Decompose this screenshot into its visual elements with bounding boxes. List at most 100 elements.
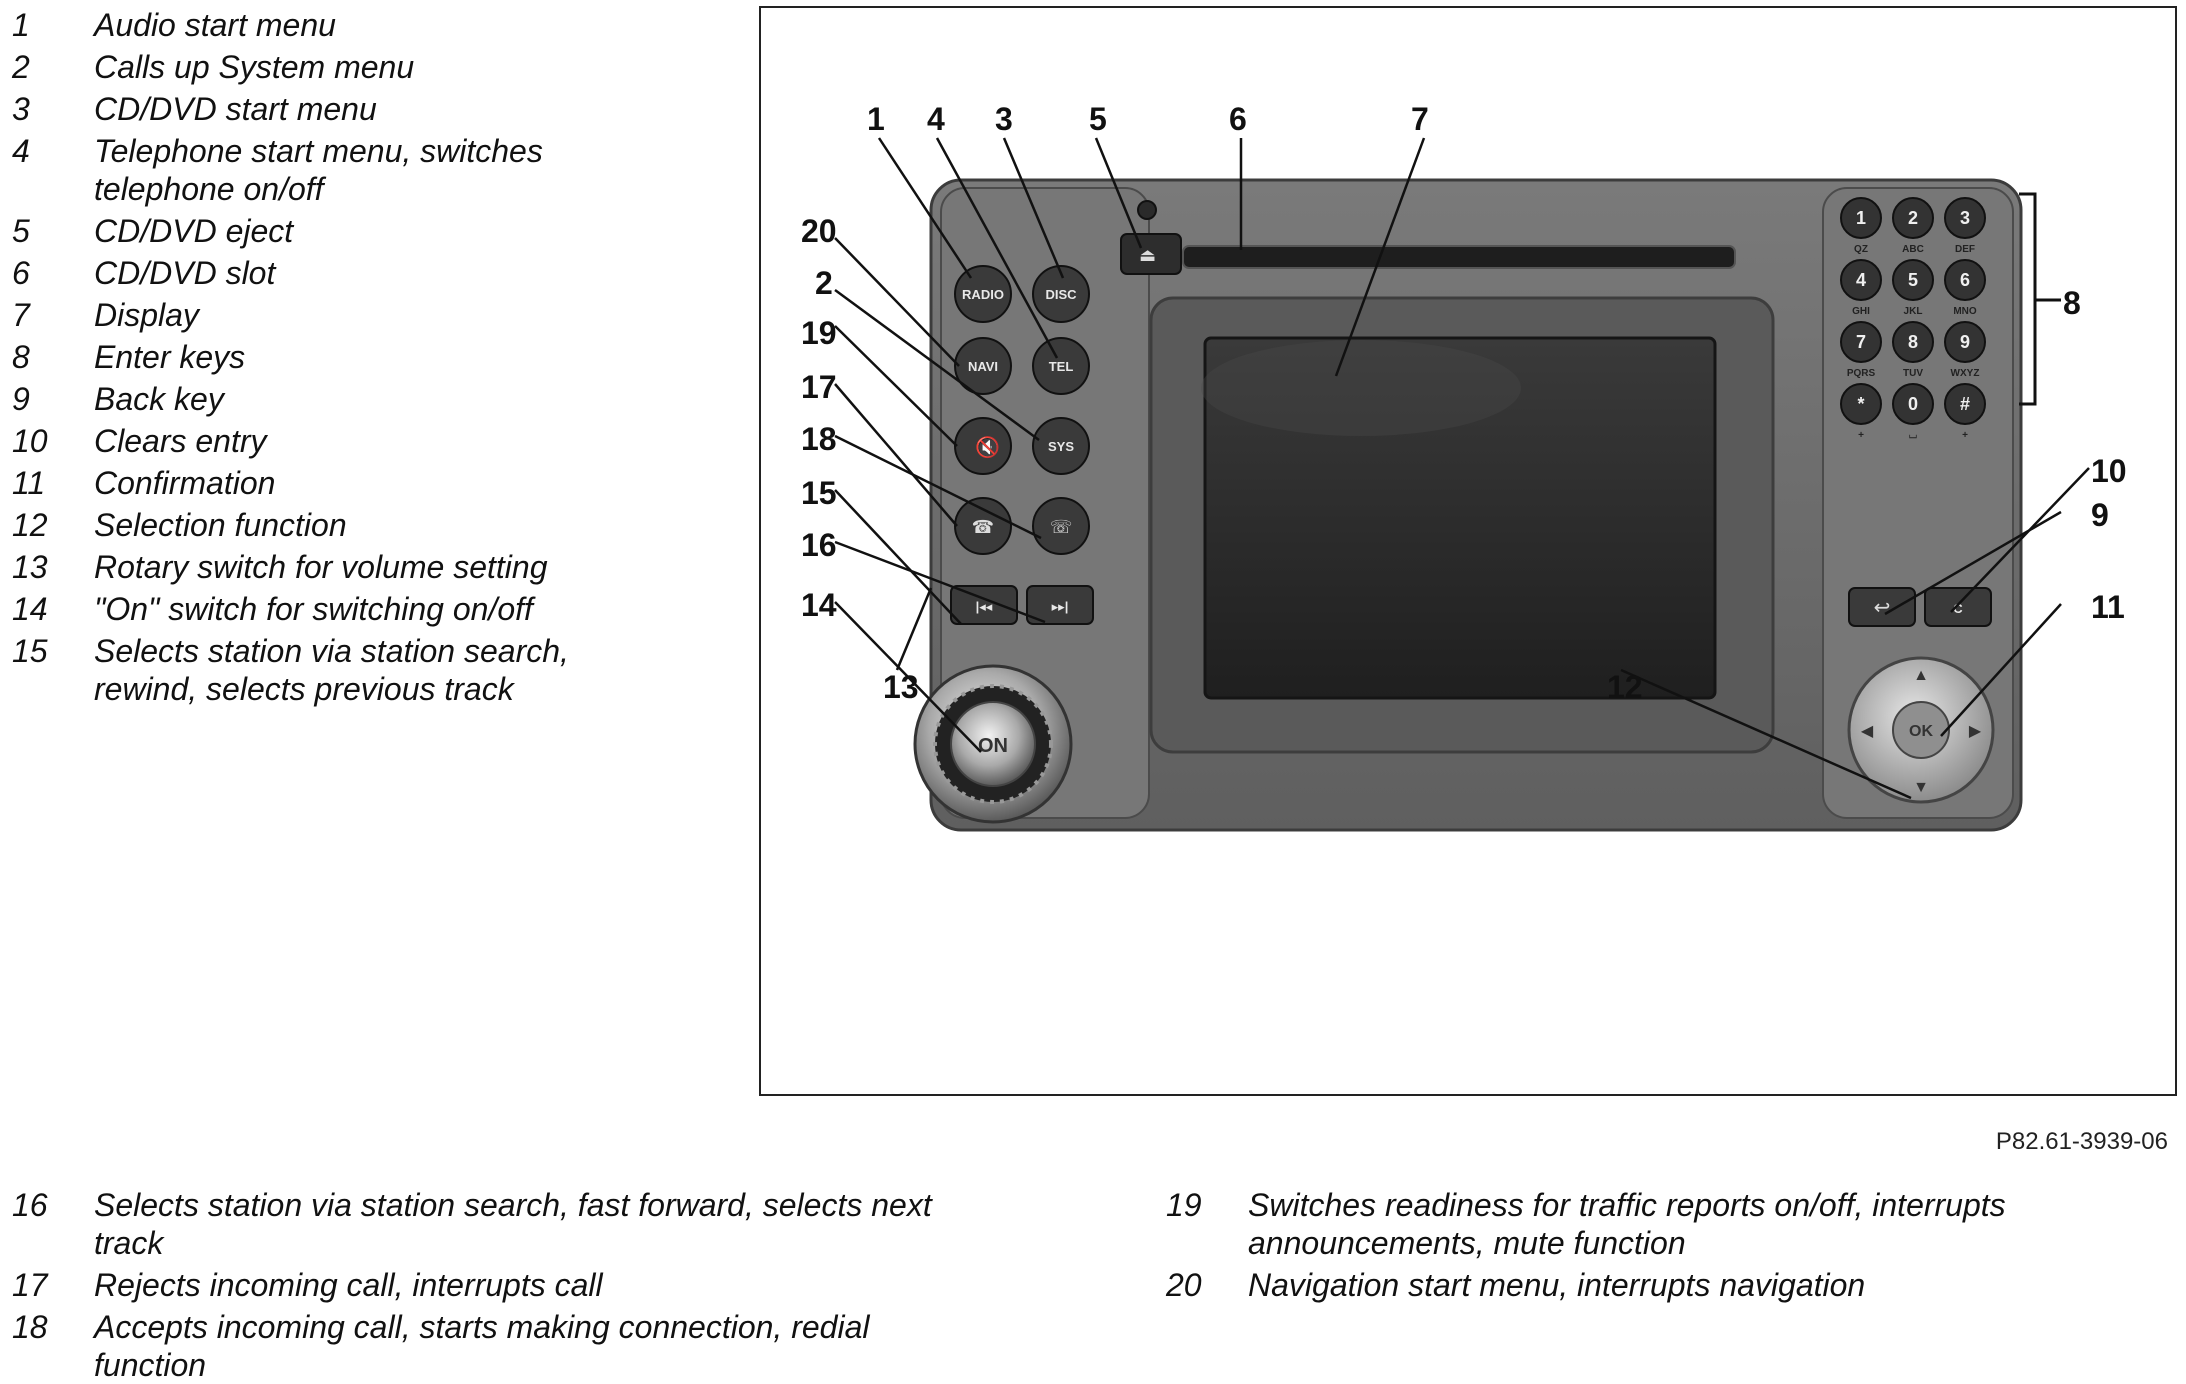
legend-text: Selection function <box>94 507 347 543</box>
callout-2: 2 <box>815 265 833 301</box>
legend-text: "On" switch for switching on/off <box>94 591 533 627</box>
keypad-letters: MNO <box>1953 306 1977 317</box>
callout-6: 6 <box>1229 101 1247 137</box>
keypad-letters: ⌴ <box>1909 430 1917 441</box>
legend-text: CD/DVD eject <box>94 213 294 249</box>
radio-button <box>954 265 1012 323</box>
callout-12: 12 <box>1607 669 1643 705</box>
legend-text: telephone on/off <box>94 171 324 207</box>
legend-text: CD/DVD start menu <box>94 91 377 127</box>
callout-16: 16 <box>801 527 837 563</box>
arrow-up-icon: ▲ <box>1913 667 1929 684</box>
selection-dpad: OK ▲ ▼ ◀ ▶ <box>1847 656 1995 804</box>
keypad-digit: 9 <box>1960 332 1970 352</box>
callout-14: 14 <box>801 587 837 623</box>
keypad-key[interactable] <box>1944 197 1986 239</box>
legend-number: 8 <box>12 339 30 375</box>
phone-icon: ☏ <box>1050 517 1073 538</box>
svg-text:OK: OK <box>1909 723 1933 740</box>
callout-17: 17 <box>801 369 837 405</box>
keypad-letters: WXYZ <box>1951 368 1980 379</box>
svg-text:RADIO: RADIO <box>962 287 1004 302</box>
legend-text: Selects station via station search, fast… <box>94 1187 932 1223</box>
legend-number: 5 <box>12 213 30 249</box>
keypad-key[interactable] <box>1892 197 1934 239</box>
keypad-letters: + <box>1962 430 1968 441</box>
legend-text: announcements, mute function <box>1248 1225 1686 1261</box>
keypad-letters: TUV <box>1903 368 1923 379</box>
keypad-letters: DEF <box>1955 244 1975 255</box>
left-buttons: RADIO DISC NAVI TEL 🔇 SYS ☎ ☏ |◂◂ ▸▸| <box>950 265 1094 625</box>
keypad-letters: ABC <box>1902 244 1924 255</box>
eject-button <box>1120 233 1182 275</box>
keypad-key[interactable] <box>1892 383 1934 425</box>
keypad-letters: GHI <box>1852 306 1870 317</box>
keypad-key[interactable] <box>1892 321 1934 363</box>
legend-text: Display <box>94 297 199 333</box>
keypad-key[interactable] <box>1944 383 1986 425</box>
arrow-right-icon: ▶ <box>1969 723 1982 740</box>
svg-text:C: C <box>1953 601 1963 616</box>
legend-text: Audio start menu <box>94 7 336 43</box>
mute-button <box>954 417 1012 475</box>
display-screen <box>1203 336 1717 700</box>
accept-call-button <box>1032 497 1090 555</box>
sys-button <box>1032 417 1090 475</box>
disc-button <box>1032 265 1090 323</box>
legend-text: Clears entry <box>94 423 267 459</box>
svg-text:|◂◂: |◂◂ <box>976 599 993 614</box>
radio-diagram: ⏏ RADIO DISC NAVI TEL 🔇 SYS ☎ ☏ |◂◂ <box>801 101 2127 832</box>
back-button <box>1848 587 1916 627</box>
clear-button <box>1924 587 1992 627</box>
cd-slot <box>1182 245 1736 269</box>
legend-number: 11 <box>12 465 46 501</box>
legend-number: 14 <box>12 591 48 627</box>
keypad-key[interactable] <box>1840 383 1882 425</box>
indicator-led <box>1137 200 1157 220</box>
tel-button <box>1032 337 1090 395</box>
svg-text:NAVI: NAVI <box>968 359 998 374</box>
legend-text: Rejects incoming call, interrupts call <box>94 1267 603 1303</box>
eject-icon: ⏏ <box>1139 245 1156 266</box>
callout-4: 4 <box>927 101 945 137</box>
keypad-key[interactable] <box>1944 321 1986 363</box>
legend-number: 10 <box>12 423 48 459</box>
legend-text: rewind, selects previous track <box>94 671 514 707</box>
legend-number: 9 <box>12 381 30 417</box>
keypad-key[interactable] <box>1840 321 1882 363</box>
legend-text: Accepts incoming call, starts making con… <box>94 1309 870 1345</box>
svg-text:TEL: TEL <box>1049 359 1074 374</box>
keypad-letters: JKL <box>1904 306 1923 317</box>
legend-number: 6 <box>12 255 30 291</box>
legend-number: 3 <box>12 91 30 127</box>
legend-number: 18 <box>12 1309 48 1345</box>
legend-text: Selects station via station search, <box>94 633 569 669</box>
figure-frame: ⏏ RADIO DISC NAVI TEL 🔇 SYS ☎ ☏ |◂◂ <box>759 6 2177 1096</box>
callout-8: 8 <box>2063 285 2081 321</box>
navi-button <box>954 337 1012 395</box>
legend-text: Calls up System menu <box>94 49 415 85</box>
keypad-key[interactable] <box>1944 259 1986 301</box>
arrow-left-icon: ◀ <box>1861 723 1874 740</box>
keypad-letters: QZ <box>1854 244 1868 255</box>
svg-text:SYS: SYS <box>1048 439 1074 454</box>
keypad-key[interactable] <box>1892 259 1934 301</box>
callout-11: 11 <box>2091 589 2125 625</box>
keypad-key[interactable] <box>1840 197 1882 239</box>
volume-knob: ON <box>913 664 1073 824</box>
on-button <box>950 701 1036 787</box>
legend-number: 20 <box>1166 1267 1202 1303</box>
keypad-digit: * <box>1857 394 1864 414</box>
legend-text: Switches readiness for traffic reports o… <box>1248 1187 2006 1223</box>
svg-text:DISC: DISC <box>1045 287 1077 302</box>
legend-number: 19 <box>1166 1187 1202 1223</box>
speaker-mute-icon: 🔇 <box>975 435 1000 459</box>
legend-text: track <box>94 1225 164 1261</box>
leader-lines <box>834 137 2090 800</box>
callout-13: 13 <box>883 669 919 705</box>
legend-number: 15 <box>12 633 48 669</box>
legend-text: function <box>94 1347 207 1383</box>
callout-18: 18 <box>801 421 837 457</box>
keypad-key[interactable] <box>1840 259 1882 301</box>
